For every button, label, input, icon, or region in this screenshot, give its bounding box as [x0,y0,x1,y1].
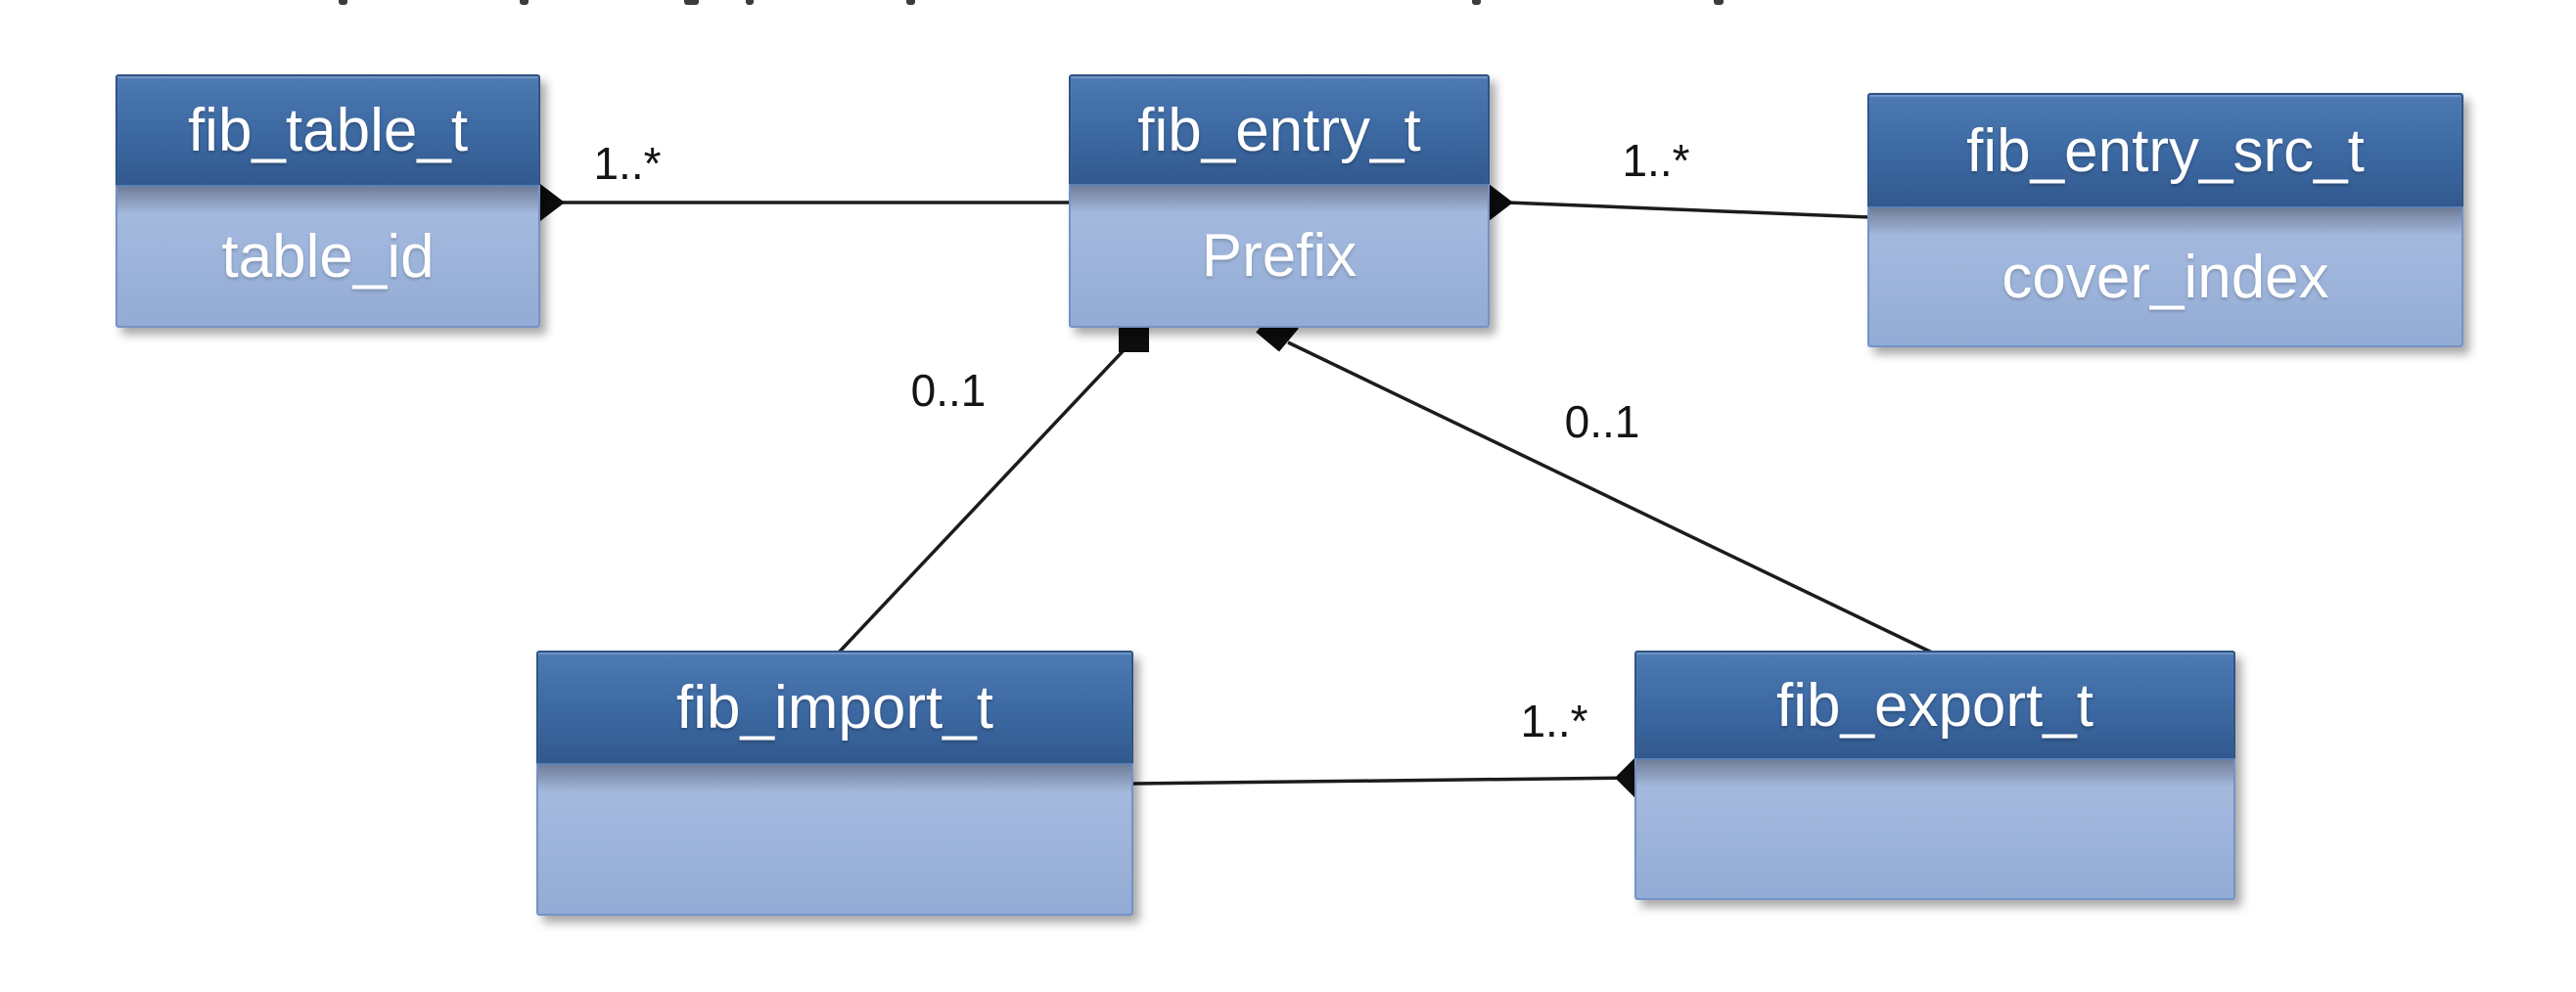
line-entry-import [836,346,1127,655]
cropped-text-artifact [746,0,754,5]
entity-attribute [1634,758,2235,900]
entity-attribute: table_id [115,185,540,328]
entity-attribute: cover_index [1867,206,2463,347]
multiplicity-label-entry-entrysrc: 1..* [1622,135,1690,186]
entity-title: fib_entry_src_t [1867,93,2463,206]
entity-title: fib_entry_t [1069,74,1490,184]
cropped-text-artifact [1472,0,1481,5]
line-import-export [1132,776,1633,786]
entity-title: fib_table_t [115,74,540,185]
entity-fib-entry: fib_entry_t Prefix [1069,74,1490,328]
multiplicity-label-table-entry: 1..* [593,138,662,189]
entity-attribute: Prefix [1069,184,1490,328]
entity-fib-import: fib_import_t [536,651,1133,916]
cropped-text-artifact [684,0,699,5]
entity-title: fib_import_t [536,651,1133,763]
multiplicity-label-entry-import: 0..1 [910,365,987,416]
multiplicity-label-entry-export: 0..1 [1564,396,1640,447]
entity-fib-export: fib_export_t [1634,651,2235,900]
cropped-text-artifact [520,0,529,5]
cropped-text-artifact [339,0,347,5]
entity-title: fib_export_t [1634,651,2235,758]
cropped-text-artifact [1714,0,1724,5]
multiplicity-label-import-export: 1..* [1520,696,1588,746]
entity-fib-table: fib_table_t table_id [115,74,540,328]
entity-attribute [536,763,1133,916]
cropped-text-artifact [906,0,915,5]
line-entry-entrysrc [1506,201,1870,219]
entity-fib-entry-src: fib_entry_src_t cover_index [1867,93,2463,347]
line-entry-export [1287,340,1933,654]
